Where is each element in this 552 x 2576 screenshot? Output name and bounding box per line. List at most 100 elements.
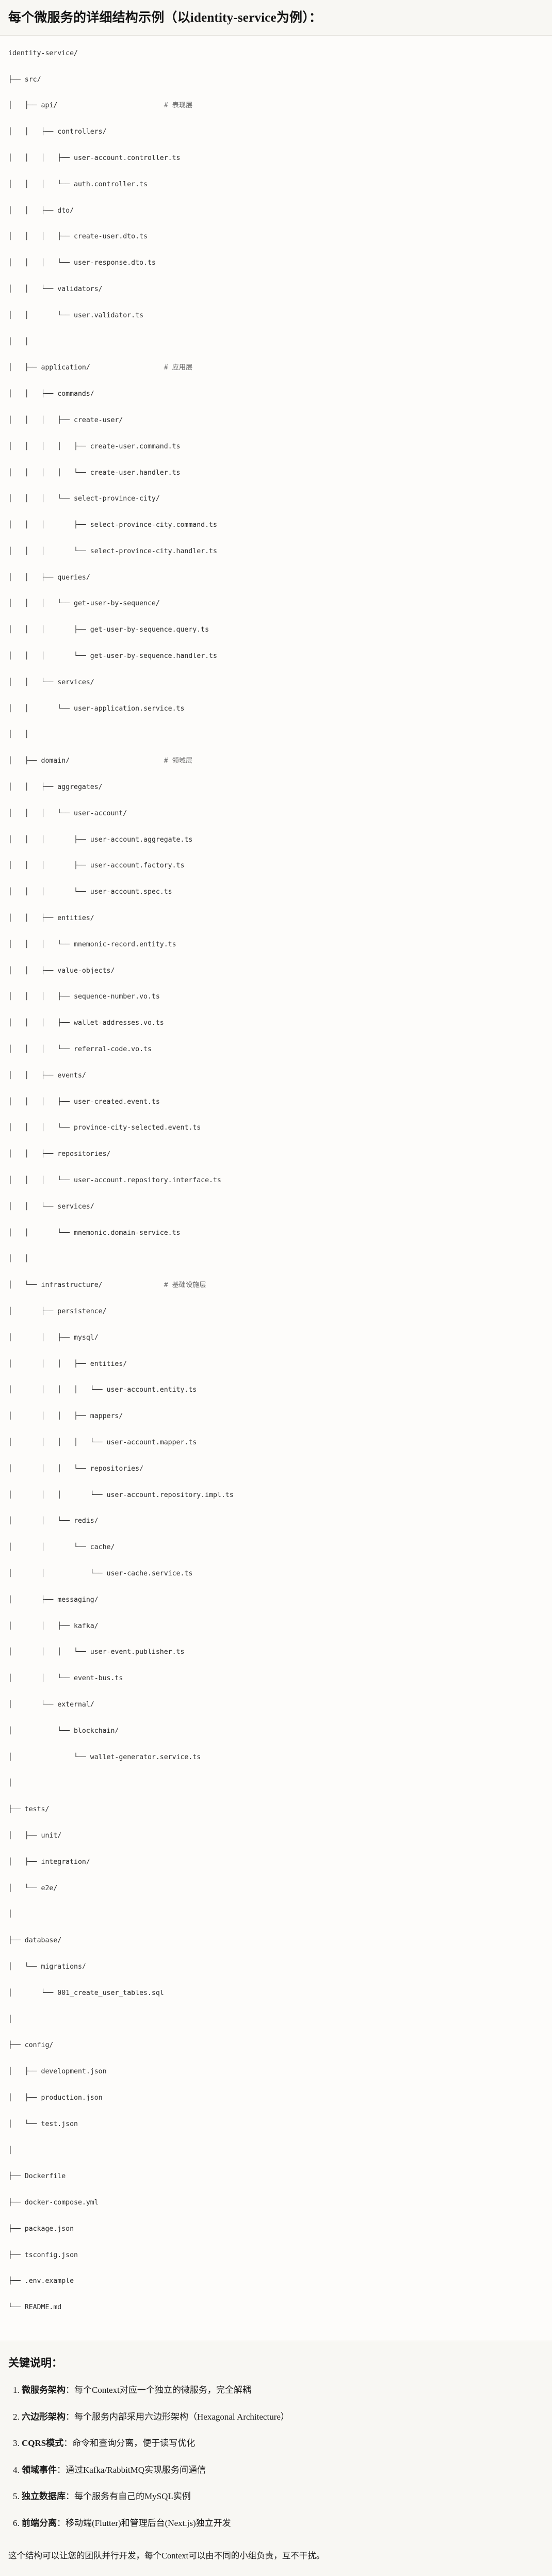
tree-row-path: │ │ ├── kafka/ (8, 1622, 99, 1630)
tree-row-path: │ │ │ │ └── create-user.handler.ts (8, 469, 181, 477)
key-note-item: 独立数据库：每个服务有自己的MySQL实例 (22, 2490, 544, 2503)
document-header: 每个微服务的详细结构示例（以identity-service为例）： (0, 0, 552, 36)
tree-row-path: │ │ │ └── user-account/ (8, 809, 127, 817)
tree-row-path: │ │ └── user.validator.ts (8, 311, 144, 319)
tree-row-path: │ │ │ └── mnemonic-record.entity.ts (8, 940, 176, 948)
tree-row: │ │ │ ├── user-account.controller.ts (8, 152, 544, 165)
tree-row-path: │ │ └── validators/ (8, 285, 103, 293)
tree-row-path: ├── Dockerfile (8, 2172, 66, 2181)
tree-row: │ └── migrations/ (8, 1960, 544, 1973)
tree-row: │ │ ├── repositories/ (8, 1148, 544, 1161)
tree-row-path: │ │ │ │ └── user-account.entity.ts (8, 1386, 197, 1394)
tree-row: │ │ │ ├── select-province-city.command.t… (8, 519, 544, 532)
tree-row-path: │ ├── messaging/ (8, 1596, 99, 1604)
key-note-term: CQRS模式 (22, 2438, 64, 2449)
tree-row-path: │ ├── persistence/ (8, 1308, 107, 1315)
tree-row-path: │ (8, 1910, 12, 1919)
tree-row-path: │ │ ├── commands/ (8, 390, 94, 398)
tree-row-path: ├── src/ (8, 75, 41, 84)
tree-row-path: │ ├── application/ (8, 364, 90, 372)
tree-row: │ │ │ └── select-province-city.handler.t… (8, 545, 544, 558)
tree-row: │ │ │ ├── entities/ (8, 1358, 544, 1371)
tree-row-path: ├── docker-compose.yml (8, 2199, 99, 2207)
tree-row: │ │ │ ├── sequence-number.vo.ts (8, 990, 544, 1003)
tree-row-path: │ │ ├── mysql/ (8, 1333, 99, 1342)
tree-row: │ │ │ └── mnemonic-record.entity.ts (8, 938, 544, 951)
tree-row-path: │ │ │ └── select-province-city.handler.t… (8, 547, 217, 555)
tree-row-path: │ │ ├── aggregates/ (8, 783, 103, 792)
directory-tree-block: identity-service/ ├── src/ │ ├── api/ # … (0, 35, 552, 2342)
key-note-item: 前端分离：移动端(Flutter)和管理后台(Next.js)独立开发 (22, 2517, 544, 2530)
tree-row-gap (90, 364, 164, 372)
key-note-item: 微服务架构：每个Context对应一个独立的微服务，完全解耦 (22, 2384, 544, 2397)
tree-row-path: │ ├── development.json (8, 2068, 107, 2076)
tree-row-path: │ │ │ ├── entities/ (8, 1360, 127, 1368)
tree-row: │ │ ├── queries/ (8, 571, 544, 584)
tree-row: │ │ │ └── get-user-by-sequence/ (8, 597, 544, 610)
tree-row: │ │ │ ├── get-user-by-sequence.query.ts (8, 623, 544, 636)
tree-row-path: │ │ │ ├── create-user.dto.ts (8, 233, 148, 241)
tree-row: │ (8, 2144, 544, 2157)
tree-row: │ │ │ └── user-response.dto.ts (8, 256, 544, 269)
tree-row: │ │ │ └── province-city-selected.event.t… (8, 1121, 544, 1134)
tree-row: │ │ │ ├── create-user.dto.ts (8, 230, 544, 243)
tree-row: ├── docker-compose.yml (8, 2196, 544, 2209)
tree-row-path: │ │ ├── queries/ (8, 573, 90, 582)
tree-row-path: │ │ │ │ ├── create-user.command.ts (8, 442, 181, 450)
page-title: 每个微服务的详细结构示例（以identity-service为例）： (8, 11, 322, 25)
key-note-item: 六边形架构：每个服务内部采用六边形架构（Hexagonal Architectu… (22, 2410, 544, 2424)
tree-row: │ └── blockchain/ (8, 1725, 544, 1737)
tree-row-path: │ │ │ └── user-account.repository.impl.t… (8, 1491, 234, 1499)
tree-row-path: │ │ └── redis/ (8, 1517, 99, 1525)
tree-row-path: │ └── 001_create_user_tables.sql (8, 1989, 164, 1997)
tree-row: │ ├── integration/ (8, 1856, 544, 1869)
tree-row: │ │ (8, 728, 544, 741)
tree-row: ├── Dockerfile (8, 2170, 544, 2183)
tree-row: │ │ │ ├── wallet-addresses.vo.ts (8, 1017, 544, 1029)
tree-row: │ │ ├── dto/ (8, 204, 544, 217)
tree-row-comment: # 基础设施层 (164, 1281, 206, 1290)
key-note-separator: ： (63, 2438, 73, 2449)
key-note-description: 每个Context对应一个独立的微服务，完全解耦 (74, 2385, 251, 2395)
tree-row-path: │ │ └── user-cache.service.ts (8, 1569, 193, 1577)
tree-row: │ │ │ └── select-province-city/ (8, 492, 544, 505)
tree-row-path: │ │ ├── value-objects/ (8, 967, 115, 975)
tree-row: │ │ │ ├── mappers/ (8, 1410, 544, 1423)
tree-row: │ │ │ ├── user-account.factory.ts (8, 859, 544, 872)
tree-row: │ │ │ │ ├── create-user.command.ts (8, 440, 544, 453)
key-note-term: 微服务架构 (22, 2385, 66, 2395)
tree-row-path: │ └── blockchain/ (8, 1727, 119, 1735)
tree-row: │ │ └── services/ (8, 676, 544, 689)
key-notes-section: 关键说明： 微服务架构：每个Context对应一个独立的微服务，完全解耦六边形架… (0, 2341, 552, 2547)
key-note-item: CQRS模式：命令和查询分离，便于读写优化 (22, 2437, 544, 2450)
tree-row-path: │ │ │ └── get-user-by-sequence.handler.t… (8, 652, 217, 661)
tree-row-path: │ │ │ └── repositories/ (8, 1464, 144, 1473)
tree-row-path: │ │ │ ├── mappers/ (8, 1412, 123, 1421)
tree-row-path: │ └── test.json (8, 2120, 78, 2128)
tree-row: │ │ │ └── user-event.publisher.ts (8, 1646, 544, 1659)
closing-note: 这个结构可以让您的团队并行开发，每个Context可以由不同的小组负责，互不干扰… (0, 2546, 552, 2576)
tree-row: │ │ │ ├── user-account.aggregate.ts (8, 833, 544, 846)
tree-row: │ ├── persistence/ (8, 1305, 544, 1318)
tree-row-path: ├── package.json (8, 2225, 74, 2233)
tree-row-path: │ │ (8, 731, 29, 739)
tree-row: │ (8, 1777, 544, 1790)
key-note-separator: ： (57, 2465, 66, 2475)
tree-row: │ │ └── redis/ (8, 1515, 544, 1527)
tree-row: │ │ ├── aggregates/ (8, 781, 544, 794)
tree-row-path: │ └── external/ (8, 1700, 94, 1709)
tree-row-path: │ │ │ ├── user-account.controller.ts (8, 154, 181, 162)
tree-row-path: │ │ │ └── auth.controller.ts (8, 180, 148, 188)
key-note-separator: ： (66, 2491, 74, 2502)
tree-row: │ └── e2e/ (8, 1882, 544, 1895)
tree-row-path: │ │ ├── events/ (8, 1071, 86, 1080)
tree-row-path: ├── config/ (8, 2041, 54, 2050)
tree-row: │ ├── unit/ (8, 1829, 544, 1842)
tree-row-path: ├── database/ (8, 1937, 62, 1945)
tree-row: │ │ │ └── referral-code.vo.ts (8, 1043, 544, 1056)
tree-row: │ │ ├── value-objects/ (8, 964, 544, 977)
tree-row: │ └── wallet-generator.service.ts (8, 1751, 544, 1764)
tree-row: │ ├── development.json (8, 2065, 544, 2078)
tree-row-path: │ │ │ ├── user-account.aggregate.ts (8, 835, 193, 844)
